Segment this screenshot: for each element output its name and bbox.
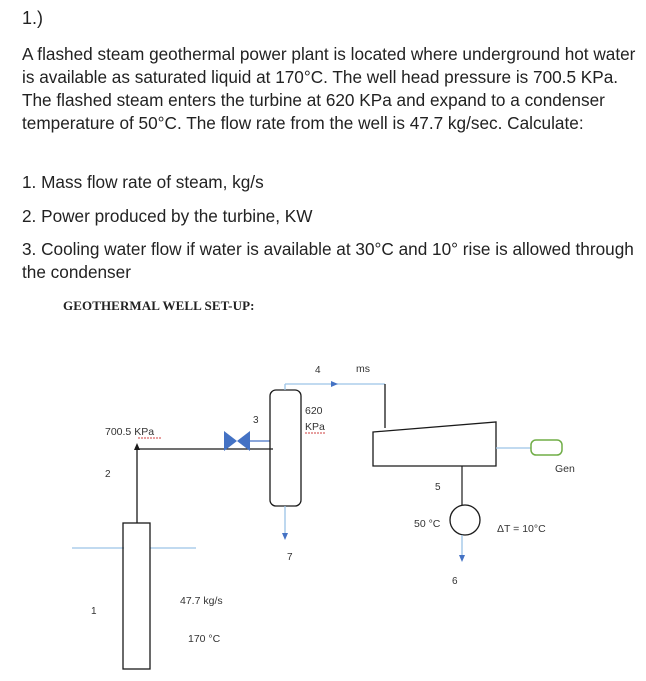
state-7-label: 7 (287, 552, 293, 563)
separator-pressure-unit: KPa (305, 421, 325, 433)
question-2: 2. Power produced by the turbine, KW (22, 206, 313, 226)
condenser-icon (449, 504, 481, 536)
question-1: 1. Mass flow rate of steam, kg/s (22, 172, 264, 192)
diagram-title: GEOTHERMAL WELL SET-UP: (63, 298, 255, 313)
separator-pressure-value: 620 (305, 405, 323, 417)
steam-flow-label: ms (356, 363, 370, 375)
state-1-label: 1 (91, 606, 97, 617)
generator-label: Gen (555, 463, 575, 475)
well-flow-label: 47.7 kg/s (180, 595, 223, 607)
problem-number: 1.) (22, 8, 44, 28)
steam-flow-arrow-icon (331, 381, 338, 387)
state-6-label: 6 (452, 576, 458, 587)
question-3: 3. Cooling water flow if water is availa… (22, 239, 634, 282)
state-3-label: 3 (253, 415, 259, 426)
state-5-label: 5 (435, 482, 441, 493)
brine-drain-arrow-icon (282, 533, 288, 540)
state-4-label: 4 (315, 365, 321, 376)
turbine (372, 421, 497, 467)
well-temp-label: 170 °C (188, 633, 221, 645)
wellhead-arrow-icon (134, 443, 140, 450)
condensate-arrow-icon (459, 555, 465, 562)
generator-icon (530, 439, 563, 456)
throttle-valve-icon-right (237, 431, 250, 451)
throttle-valve-icon (224, 431, 237, 451)
well-casing (122, 522, 151, 670)
cooling-rise-label: ΔT = 10°C (497, 523, 546, 535)
wellhead-pressure-label: 700.5 KPa (105, 426, 154, 438)
condenser-temp-label: 50 °C (414, 518, 441, 530)
state-2-label: 2 (105, 469, 111, 480)
flash-separator (269, 389, 302, 507)
problem-statement: A flashed steam geothermal power plant i… (22, 44, 636, 133)
